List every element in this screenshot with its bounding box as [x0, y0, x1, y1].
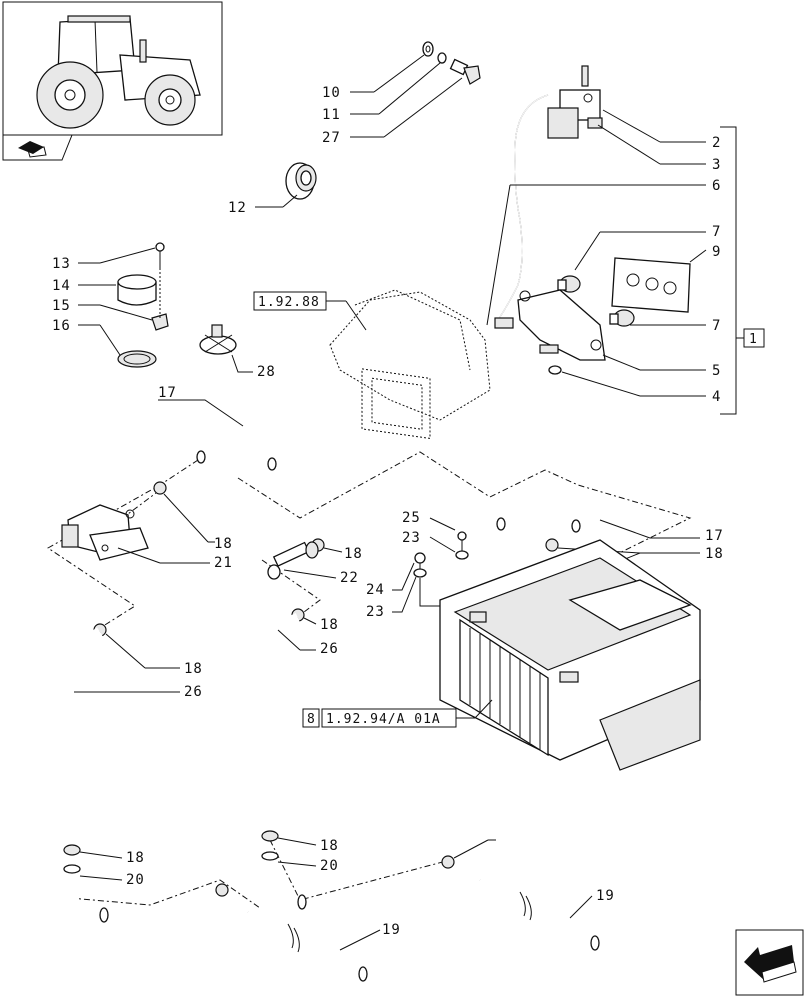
callout-9: 9 [712, 244, 721, 260]
view-orientation-icon [18, 141, 47, 158]
callout-6: 6 [712, 178, 721, 194]
callout-3: 3 [712, 157, 721, 173]
part-14-cover [117, 274, 157, 306]
callout-15: 15 [52, 298, 71, 314]
callout-25: 25 [402, 510, 421, 526]
part-24-bolt [414, 552, 426, 570]
part-12-grommet [285, 162, 317, 200]
part-7-knob-lower [609, 309, 635, 327]
group-box-1[interactable]: 1 [749, 332, 758, 347]
callout-18-c: 18 [705, 546, 724, 562]
part-18-clamp-a [153, 481, 167, 495]
callout-4: 4 [712, 389, 721, 405]
part-7-knob-upper [557, 275, 581, 293]
part-3-fitting [587, 117, 603, 129]
part-20-elbow-left [63, 864, 109, 923]
part-5-bracket [494, 289, 606, 361]
callout-22: 22 [340, 570, 359, 586]
part-26-hose-left [66, 627, 104, 835]
part-28-nozzle [199, 324, 237, 355]
callout-11: 11 [322, 107, 341, 123]
callout-16: 16 [52, 318, 71, 334]
callout-19-right: 19 [596, 888, 615, 904]
part-27-valve [449, 58, 481, 85]
callout-18-g: 18 [320, 838, 339, 854]
callout-19-left: 19 [382, 922, 401, 938]
callout-7-upper: 7 [712, 224, 721, 240]
callout-21: 21 [214, 555, 233, 571]
part-19-tube-left [245, 907, 368, 982]
part-18-clamp-i [441, 855, 455, 869]
part-18-clamp-g [261, 830, 279, 842]
reference-1-92-94-a-01a[interactable]: 1.92.94/A 01A [326, 712, 441, 727]
tractor-thumbnail[interactable] [2, 1, 223, 161]
callout-14: 14 [52, 278, 71, 294]
part-6-cable [497, 94, 549, 321]
part-16-filter [117, 350, 157, 368]
part-18-clamp-j [215, 883, 229, 897]
callout-5: 5 [712, 363, 721, 379]
part-10-washer [422, 41, 434, 57]
part-22-fitting [267, 541, 319, 580]
callout-12: 12 [228, 200, 247, 216]
callout-20-left: 20 [126, 872, 145, 888]
callout-24: 24 [366, 582, 385, 598]
part-19-tube-right [477, 875, 600, 951]
callout-7-lower: 7 [712, 318, 721, 334]
part-25-bolt [457, 531, 467, 552]
part-4-washer [548, 365, 562, 375]
callout-10: 10 [322, 85, 341, 101]
part-15-clip [151, 313, 169, 331]
callout-27: 27 [322, 130, 341, 146]
reference-1-92-88[interactable]: 1.92.88 [258, 295, 320, 310]
next-page-arrow-icon[interactable] [735, 929, 804, 996]
callout-26-left: 26 [184, 684, 203, 700]
callout-2: 2 [712, 135, 721, 151]
part-18-clamp-c [545, 538, 559, 552]
part-17-hose-right [496, 482, 616, 533]
part-23-washer-upper [455, 550, 469, 560]
part-17-hose-left [196, 421, 311, 471]
heater-core-assembly [439, 539, 701, 771]
callout-18-a: 18 [214, 536, 233, 552]
callout-18-e: 18 [184, 661, 203, 677]
part-13-screw [155, 242, 165, 268]
part-11-washer [437, 52, 447, 64]
part-21-valve [61, 504, 149, 561]
callout-17-right: 17 [705, 528, 724, 544]
part-2-valve-body [547, 65, 601, 139]
housing-dotted [329, 289, 491, 440]
part-18-clamp-h [63, 844, 81, 856]
callout-28: 28 [257, 364, 276, 380]
reference-prefix-8[interactable]: 8 [307, 712, 316, 727]
callout-18-h: 18 [126, 850, 145, 866]
callout-20-right: 20 [320, 858, 339, 874]
callout-18-f: 18 [320, 617, 339, 633]
part-26-hose-right [264, 612, 301, 820]
part-9-panel [611, 257, 691, 313]
part-20-elbow-right [261, 851, 307, 910]
callout-17-left: 17 [158, 385, 177, 401]
callout-23-upper: 23 [402, 530, 421, 546]
callout-18-b: 18 [344, 546, 363, 562]
callout-13: 13 [52, 256, 71, 272]
part-23-washer-lower [413, 568, 427, 578]
callout-23-lower: 23 [366, 604, 385, 620]
callout-26-right: 26 [320, 641, 339, 657]
